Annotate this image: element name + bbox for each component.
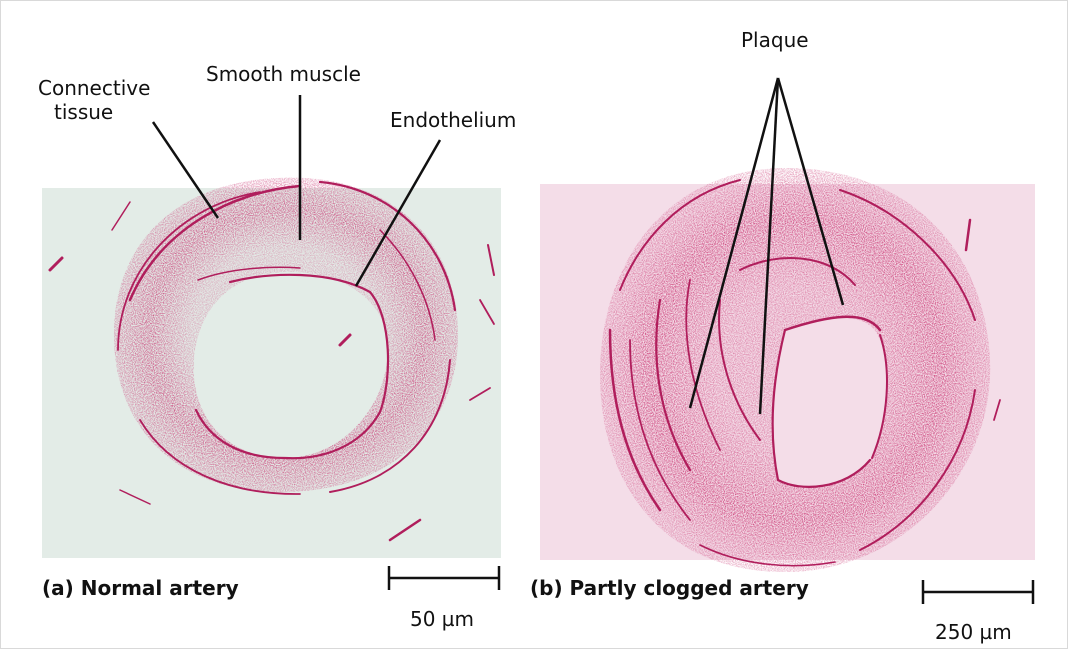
connective-tissue-label-line2: tissue: [38, 100, 150, 124]
panel-a-caption: (a) Normal artery: [42, 576, 239, 600]
plaque-label: Plaque: [741, 28, 809, 52]
connective-tissue-label: Connective tissue: [38, 76, 150, 124]
connective-tissue-label-line1: Connective: [38, 76, 150, 100]
panel-a-normal-artery: [42, 95, 501, 590]
panel-b-scale-bar-label: 250 µm: [935, 620, 1012, 644]
panel-a-scale-bar-graphic: [389, 566, 499, 590]
panel-b-caption: (b) Partly clogged artery: [530, 576, 809, 600]
panel-b-scale-bar-graphic: [923, 580, 1033, 604]
endothelium-label: Endothelium: [390, 108, 516, 132]
panel-a-scale-bar-label: 50 µm: [410, 607, 474, 631]
panel-b-clogged-artery: [540, 78, 1035, 604]
smooth-muscle-label: Smooth muscle: [206, 62, 361, 86]
